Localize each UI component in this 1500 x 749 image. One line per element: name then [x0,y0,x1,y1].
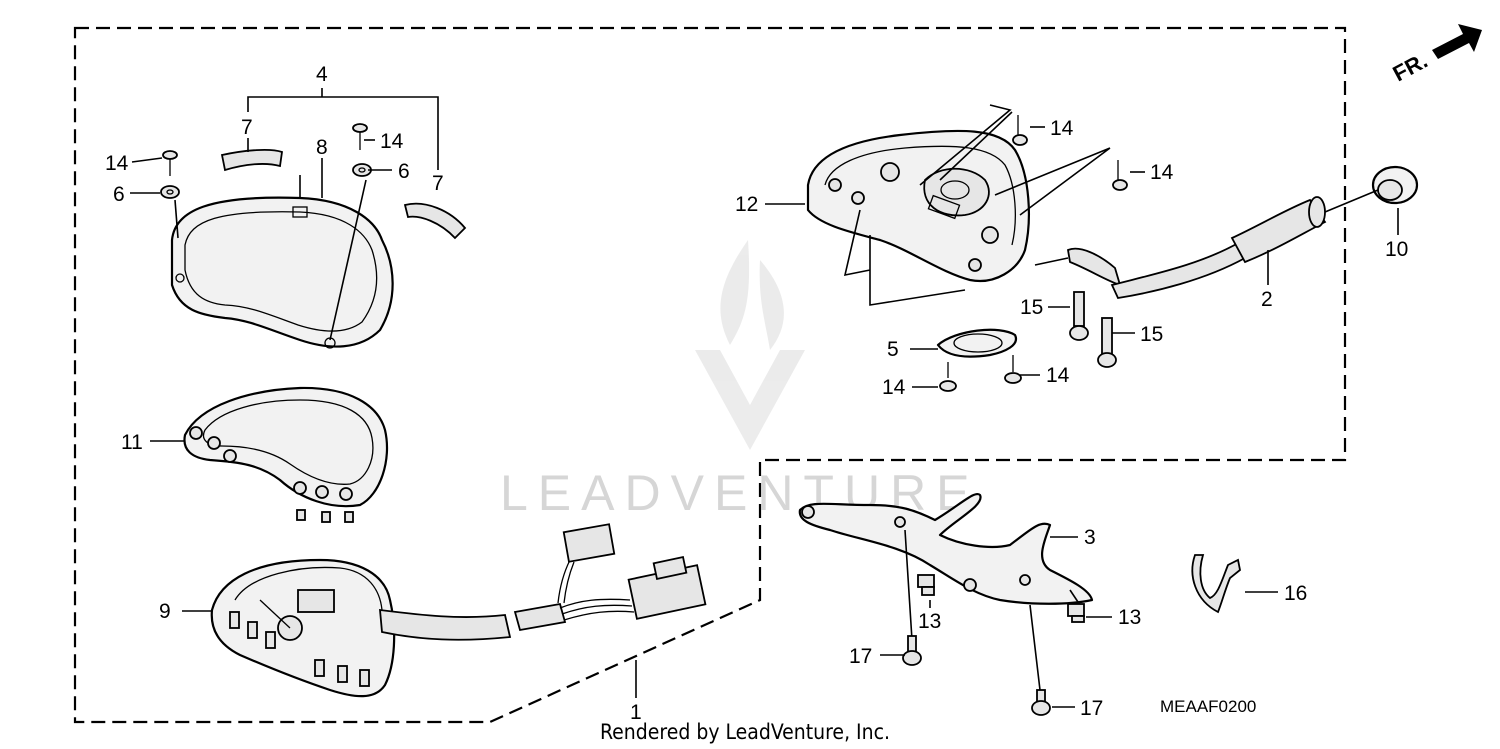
callout-3: 3 [1084,526,1096,549]
bolt-15a [1069,291,1089,341]
callout-14-plate-left: 14 [882,376,906,399]
callout-17-right: 17 [1080,697,1103,720]
speedometer-cable [1066,196,1327,299]
callout-14-plate-right: 14 [1046,364,1070,387]
callout-13-right: 13 [1118,606,1141,629]
callout-6-right: 6 [398,160,410,183]
callout-15-right: 15 [1140,323,1163,346]
watermark-logo [695,240,805,450]
meter-panel [183,386,389,523]
callout-bracket-4 [247,88,439,170]
callout-leaders [130,126,1399,708]
front-direction-label: FR. [1389,48,1432,87]
screw-case-top [1012,115,1028,146]
callout-9: 9 [159,600,171,623]
bolt-17b [1031,689,1051,716]
callout-15-left: 15 [1020,296,1043,319]
callout-5: 5 [887,338,899,361]
grommet [1371,165,1419,205]
callout-4: 4 [316,63,328,86]
callout-13-left: 13 [918,610,941,633]
cushion-left [220,148,283,172]
meter-stay [798,492,1094,605]
callout-1: 1 [630,701,642,724]
bolt-15b [1097,317,1117,368]
screw-plate-right [1004,355,1022,384]
assembly-boundary [73,26,1347,724]
clip-right [1067,603,1085,623]
catalog-code: MEAAF0200 [1160,697,1256,716]
callout-14-case-top: 14 [1050,117,1074,140]
case-leader-lines [843,104,1111,306]
front-direction-arrow: FR. [1389,24,1482,86]
callout-16: 16 [1284,582,1307,605]
callout-10: 10 [1385,238,1408,261]
callout-17-left: 17 [849,645,872,668]
clip-left [917,574,935,596]
callout-14-visor: 14 [380,130,404,153]
callout-14-left: 14 [105,152,129,175]
screw-plate-left [939,362,957,392]
callout-14-case-side: 14 [1150,161,1174,184]
meter-visor [170,196,394,349]
cable-band [1191,554,1241,614]
screw-right [352,123,372,177]
bolt-17a [902,635,922,666]
callout-6-left: 6 [113,183,125,206]
meter-assembly [210,523,707,698]
render-credit: Rendered by LeadVenture, Inc. [600,720,890,744]
callout-2: 2 [1261,288,1273,311]
callout-7-left: 7 [241,116,253,139]
callout-8: 8 [316,136,328,159]
cushion-right [403,202,467,240]
screw-case-side [1112,160,1128,191]
meter-case [806,129,1030,283]
screw-left [160,150,180,199]
callout-11: 11 [121,431,143,454]
callout-7-right: 7 [432,172,444,195]
callout-12: 12 [735,193,758,216]
